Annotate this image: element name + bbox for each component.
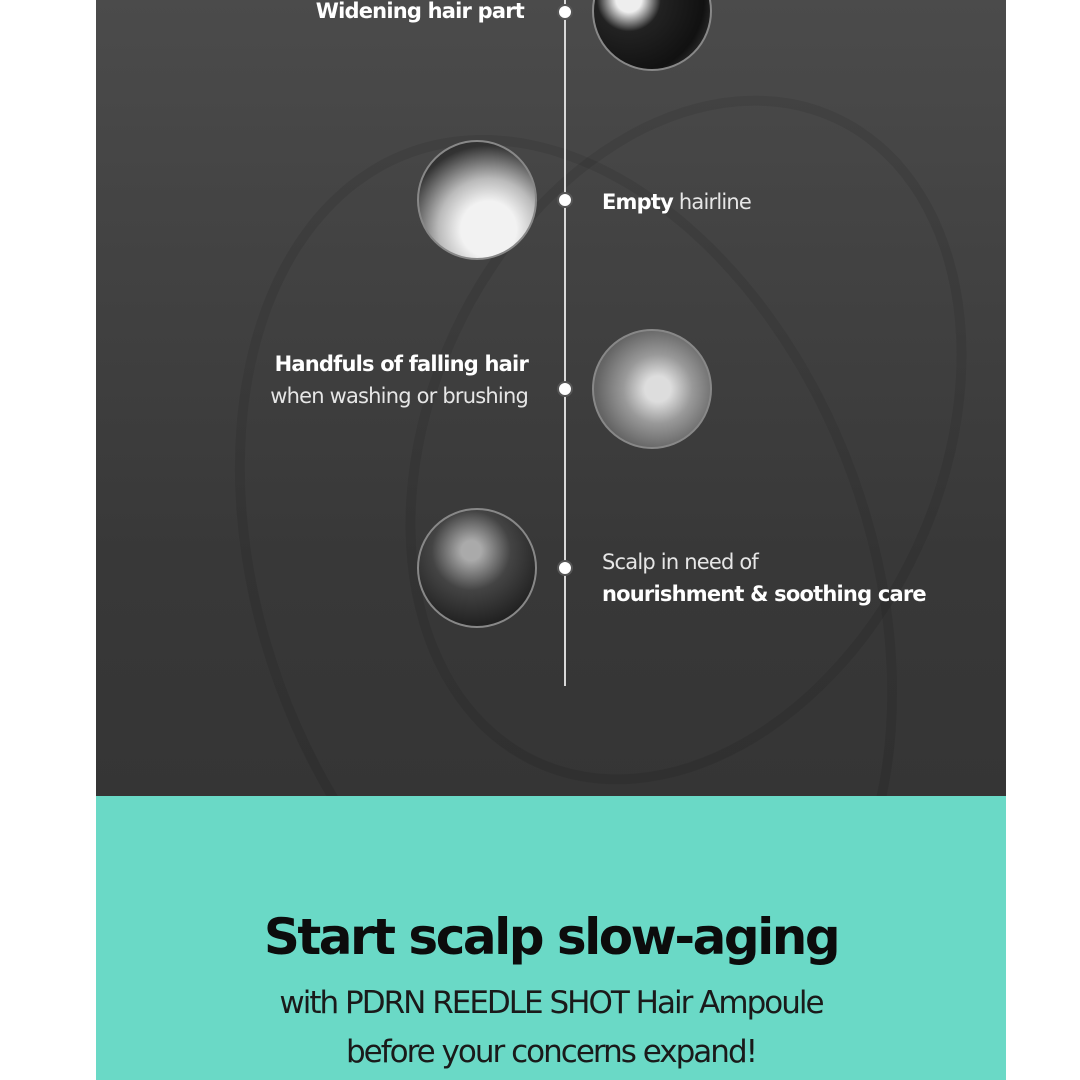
concern-scalp-title: nourishment & soothing care [602,582,927,606]
concern-bold: Empty [602,190,674,214]
concern-light: hairline [673,190,752,214]
cta-subline-1: with PDRN REEDLE SHOT Hair Ampoule [279,985,824,1021]
timeline-dot [557,381,573,397]
concern-falling-hair-detail: when washing or brushing [270,384,529,408]
concern-empty-hairline: Empty hairline [602,188,752,216]
cta-panel [96,796,1006,1080]
concern-scalp-intro: Scalp in need of [602,550,759,574]
cta-headline: Start scalp slow-aging [263,908,841,966]
timeline-dot [557,192,573,208]
timeline-dot [557,560,573,576]
falling-hair-photo [592,329,712,449]
concern-widening-part: Widening hair part [315,0,525,23]
scalp-photo [417,508,537,628]
empty-hairline-photo [417,140,537,260]
timeline-line [564,0,566,686]
concerns-panel [96,0,1006,796]
cta-subline-2: before your concerns expand! [345,1034,758,1070]
timeline-dot [557,4,573,20]
concern-falling-hair-title: Handfuls of falling hair [274,352,529,376]
